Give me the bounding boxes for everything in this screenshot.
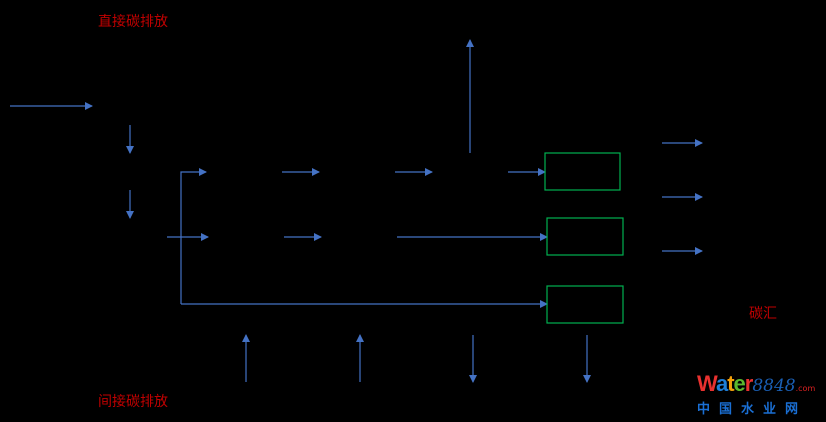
direct-emission-label: 直接碳排放 — [98, 14, 168, 30]
watermark-logo: Water8848.com 中国水业网 — [697, 371, 822, 418]
box-2 — [546, 217, 624, 256]
box-1 — [544, 152, 621, 191]
carbon-sink-label: 碳汇 — [749, 306, 777, 322]
logo-number: 8848 — [752, 376, 796, 396]
logo-suffix: .com — [795, 384, 816, 393]
logo-chinese: 中国水业网 — [697, 402, 808, 417]
box-3 — [546, 285, 624, 324]
logo-brand: Water — [697, 371, 753, 396]
indirect-emission-label: 间接碳排放 — [98, 394, 168, 410]
elbow-connector — [180, 168, 207, 304]
